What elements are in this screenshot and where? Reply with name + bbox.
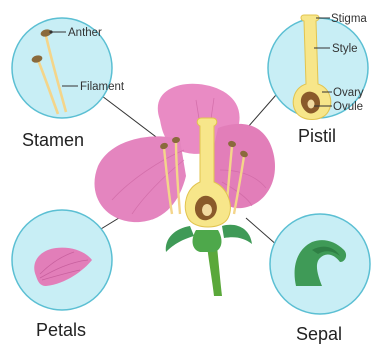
anther-leader-dot [49,30,52,33]
flower [94,84,275,296]
ovule-shape [308,100,315,109]
pistil-title: Pistil [298,126,336,146]
sepal-front [193,230,222,252]
stamen-callout: Anther Filament Stamen [12,18,125,150]
sepal-left [166,226,194,252]
sepal-callout: Sepal [270,214,370,344]
sepal-circle [270,214,370,314]
pistil-callout: Stigma Style Ovary Ovule Pistil [268,13,368,146]
ovary-label: Ovary [333,87,364,99]
anther-label: Anther [68,27,102,39]
sepal-title: Sepal [296,324,342,344]
style-label: Style [332,43,358,55]
petals-callout: Petals [12,210,112,340]
stamen-title: Stamen [22,130,84,150]
stigma-label: Stigma [331,13,367,25]
sepal-right [222,225,252,244]
filament-label: Filament [80,81,125,93]
flower-ovule [202,204,212,216]
petals-title: Petals [36,320,86,340]
ovule-label: Ovule [333,101,363,113]
